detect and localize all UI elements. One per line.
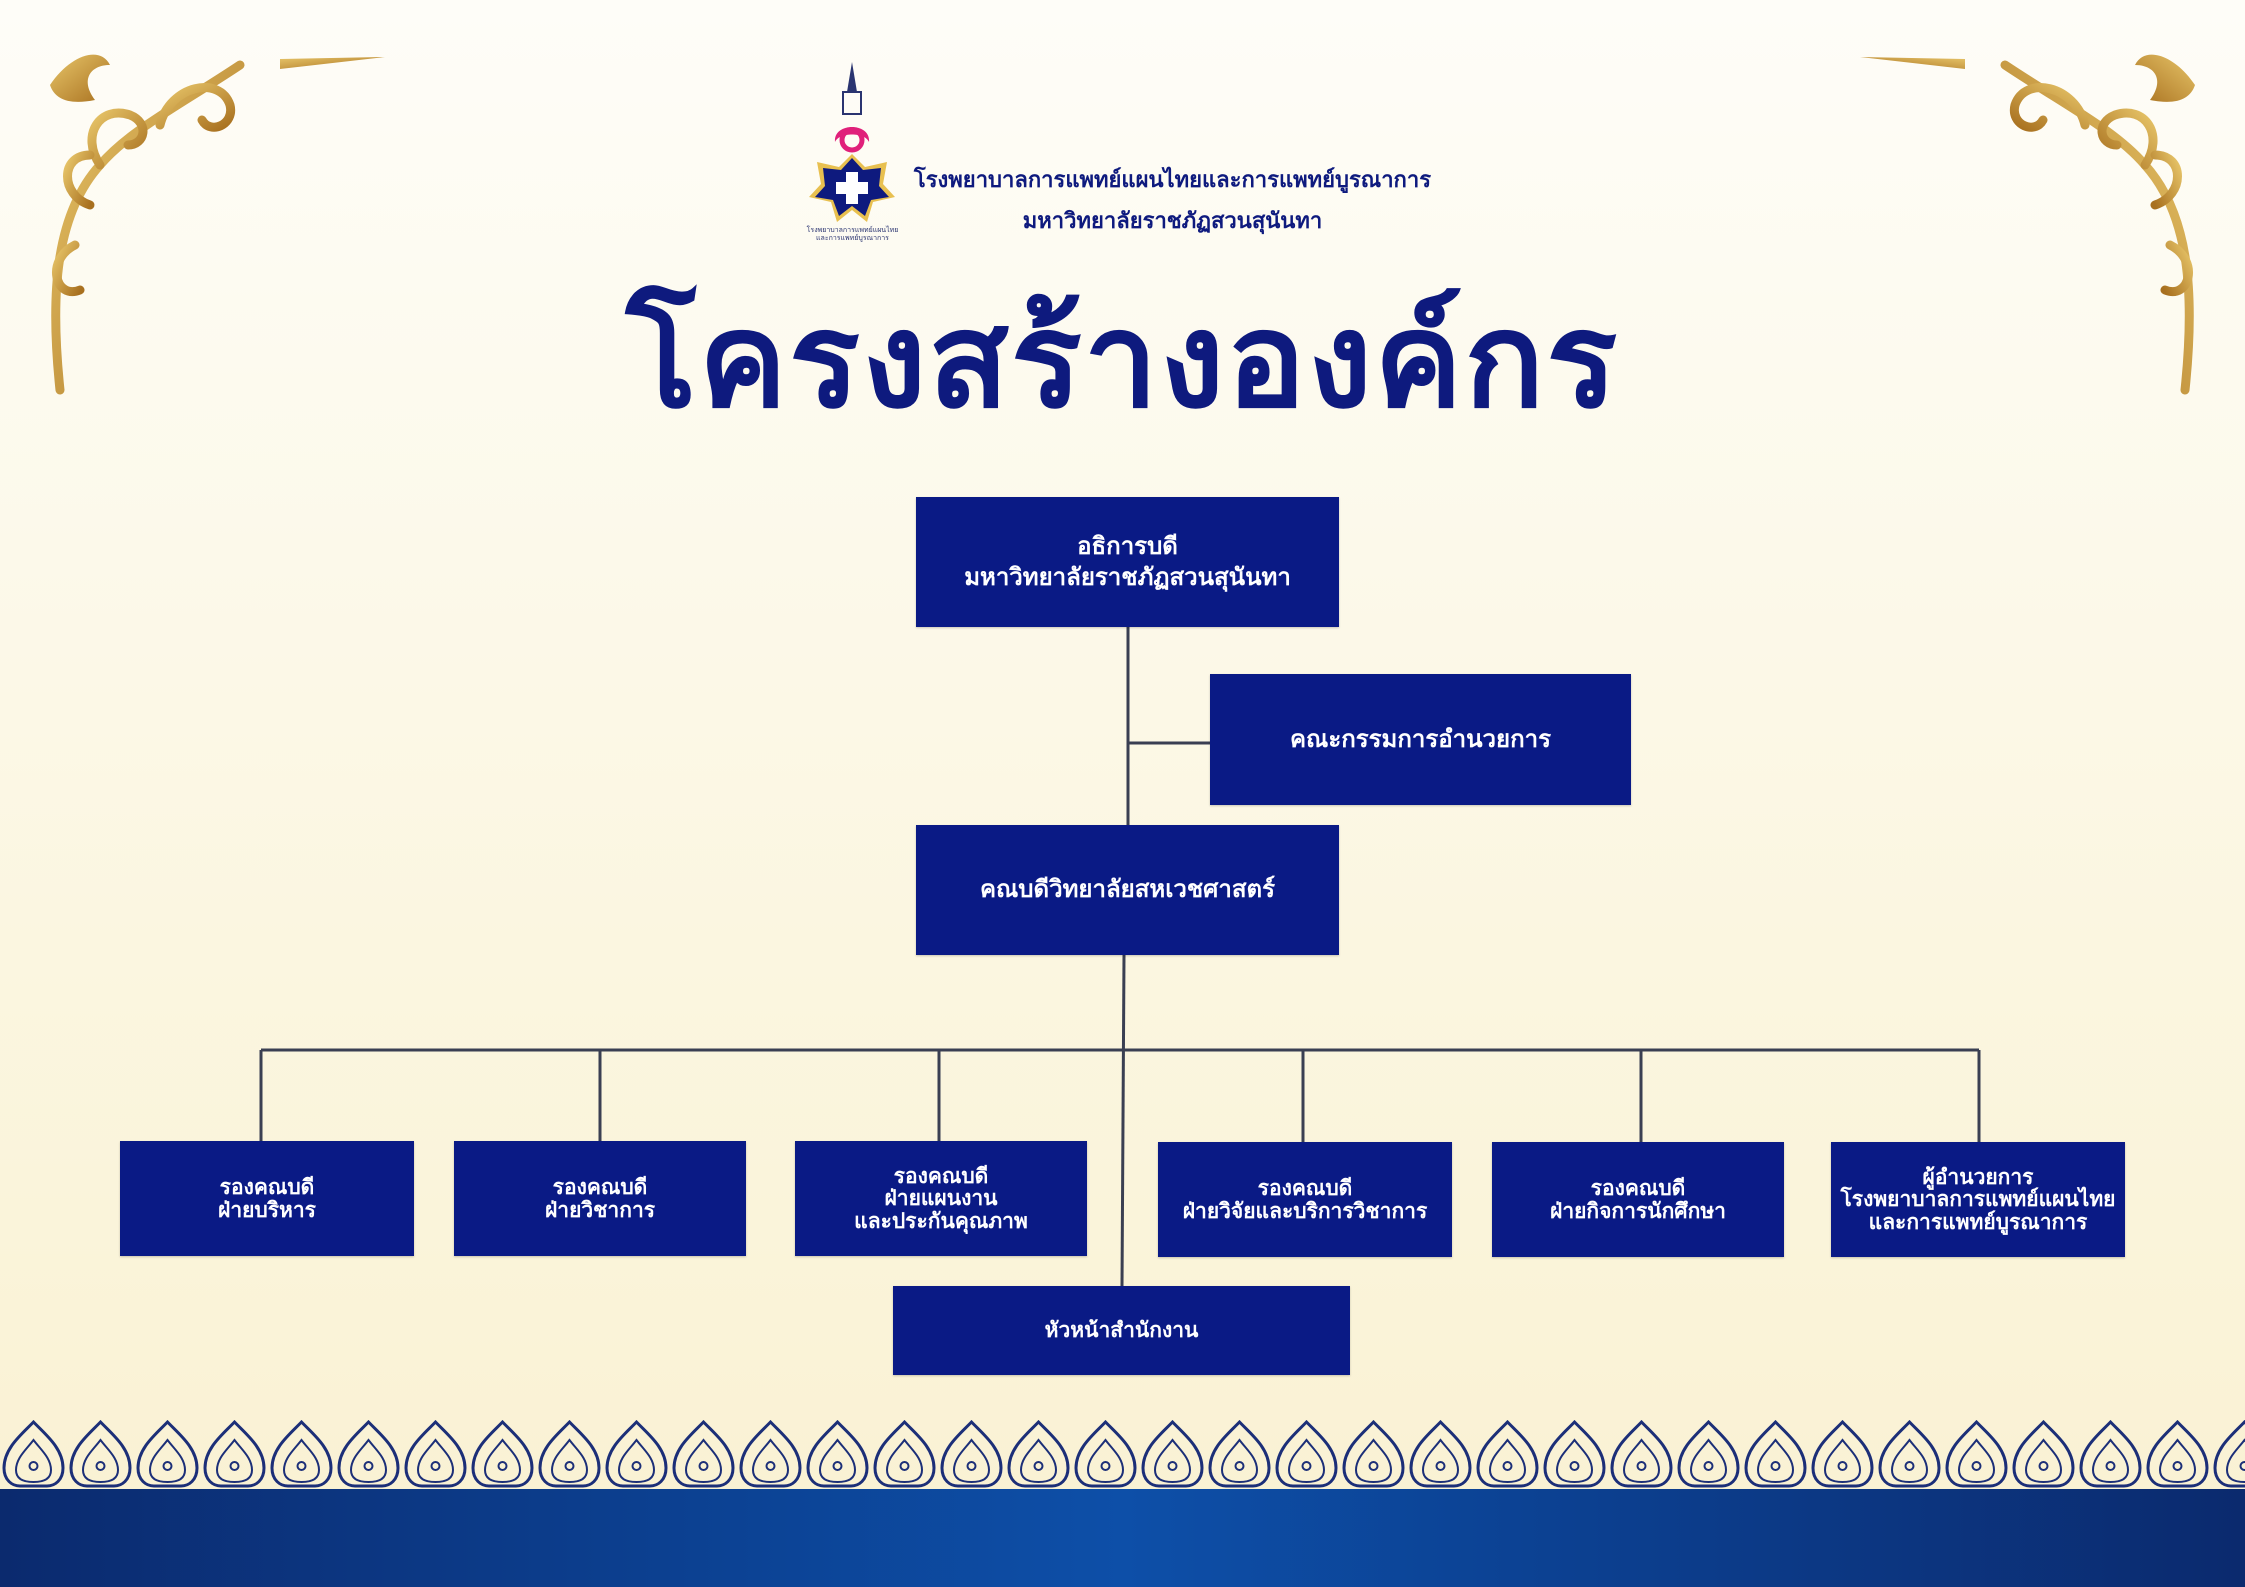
box-line: รองคณบดี (219, 1175, 315, 1200)
box-line: อธิการบดี (1077, 531, 1178, 560)
office-head-box: หัวหน้าสำนักงาน (893, 1286, 1350, 1375)
connector-line (1120, 954, 1126, 1287)
logo-caption-line: และการแพทย์บูรณาการ (816, 234, 889, 243)
box-line: รองคณบดี (552, 1175, 648, 1200)
box-line: โรงพยาบาลการแพทย์แผนไทย (1840, 1187, 2116, 1212)
committee-box: คณะกรรมการอำนวยการ (1210, 674, 1631, 805)
box-line: คณบดีวิทยาลัยสหเวชศาสตร์ (979, 875, 1276, 904)
box-line: ผู้อำนวยการ (1922, 1165, 2034, 1190)
hospital-name: โรงพยาบาลการแพทย์แผนไทยและการแพทย์บูรณาก… (900, 162, 1445, 238)
corner-ornament-left (50, 54, 385, 395)
president-box: อธิการบดี มหาวิทยาลัยราชภัฏสวนสุนันทา (916, 497, 1339, 627)
page-title: โครงสร้างองค์กร (625, 284, 1620, 438)
box-line: และประกันคุณภาพ (854, 1208, 1028, 1233)
box-line: รองคณบดี (893, 1164, 989, 1189)
footer-band (0, 1489, 2245, 1587)
hospital-logo: โรงพยาบาลการแพทย์แผนไทย และการแพทย์บูรณา… (795, 62, 910, 247)
box-line: ฝ่ายกิจการนักศึกษา (1550, 1198, 1726, 1223)
dean-box: คณบดีวิทยาลัยสหเวชศาสตร์ (916, 825, 1339, 955)
box-line: ฝ่ายแผนงาน (884, 1186, 998, 1211)
box-line: คณะกรรมการอำนวยการ (1290, 724, 1551, 753)
box-line: หัวหน้าสำนักงาน (1044, 1318, 1199, 1343)
box-line: ฝ่ายวิจัยและบริการวิชาการ (1182, 1198, 1428, 1223)
hospital-name-line2: มหาวิทยาลัยราชภัฏสวนสุนันทา (1022, 209, 1323, 234)
corner-ornament-right (1860, 54, 2195, 395)
deputy-box-student-affairs: รองคณบดี ฝ่ายกิจการนักศึกษา (1492, 1142, 1784, 1257)
box-line: มหาวิทยาลัยราชภัฏสวนสุนันทา (964, 563, 1291, 591)
deputy-box-academic: รองคณบดี ฝ่ายวิชาการ (454, 1141, 746, 1256)
box-line: ฝ่ายบริหาร (218, 1197, 316, 1222)
deputy-box-admin: รองคณบดี ฝ่ายบริหาร (120, 1141, 414, 1256)
deputy-box-planning: รองคณบดี ฝ่ายแผนงาน และประกันคุณภาพ (795, 1141, 1087, 1256)
box-line: ฝ่ายวิชาการ (544, 1197, 656, 1222)
box-line: รองคณบดี (1590, 1176, 1686, 1201)
box-line: รองคณบดี (1257, 1176, 1353, 1201)
thai-pattern-border (0, 1418, 2245, 1489)
box-line: และการแพทย์บูรณาการ (1868, 1209, 2088, 1234)
logo-caption-line: โรงพยาบาลการแพทย์แผนไทย (806, 226, 899, 234)
hospital-director-box: ผู้อำนวยการ โรงพยาบาลการแพทย์แผนไทย และก… (1831, 1142, 2125, 1257)
logo-caption: โรงพยาบาลการแพทย์แผนไทย และการแพทย์บูรณา… (795, 226, 910, 243)
deputy-box-research: รองคณบดี ฝ่ายวิจัยและบริการวิชาการ (1158, 1142, 1452, 1257)
hospital-name-line1: โรงพยาบาลการแพทย์แผนไทยและการแพทย์บูรณาก… (913, 168, 1432, 193)
